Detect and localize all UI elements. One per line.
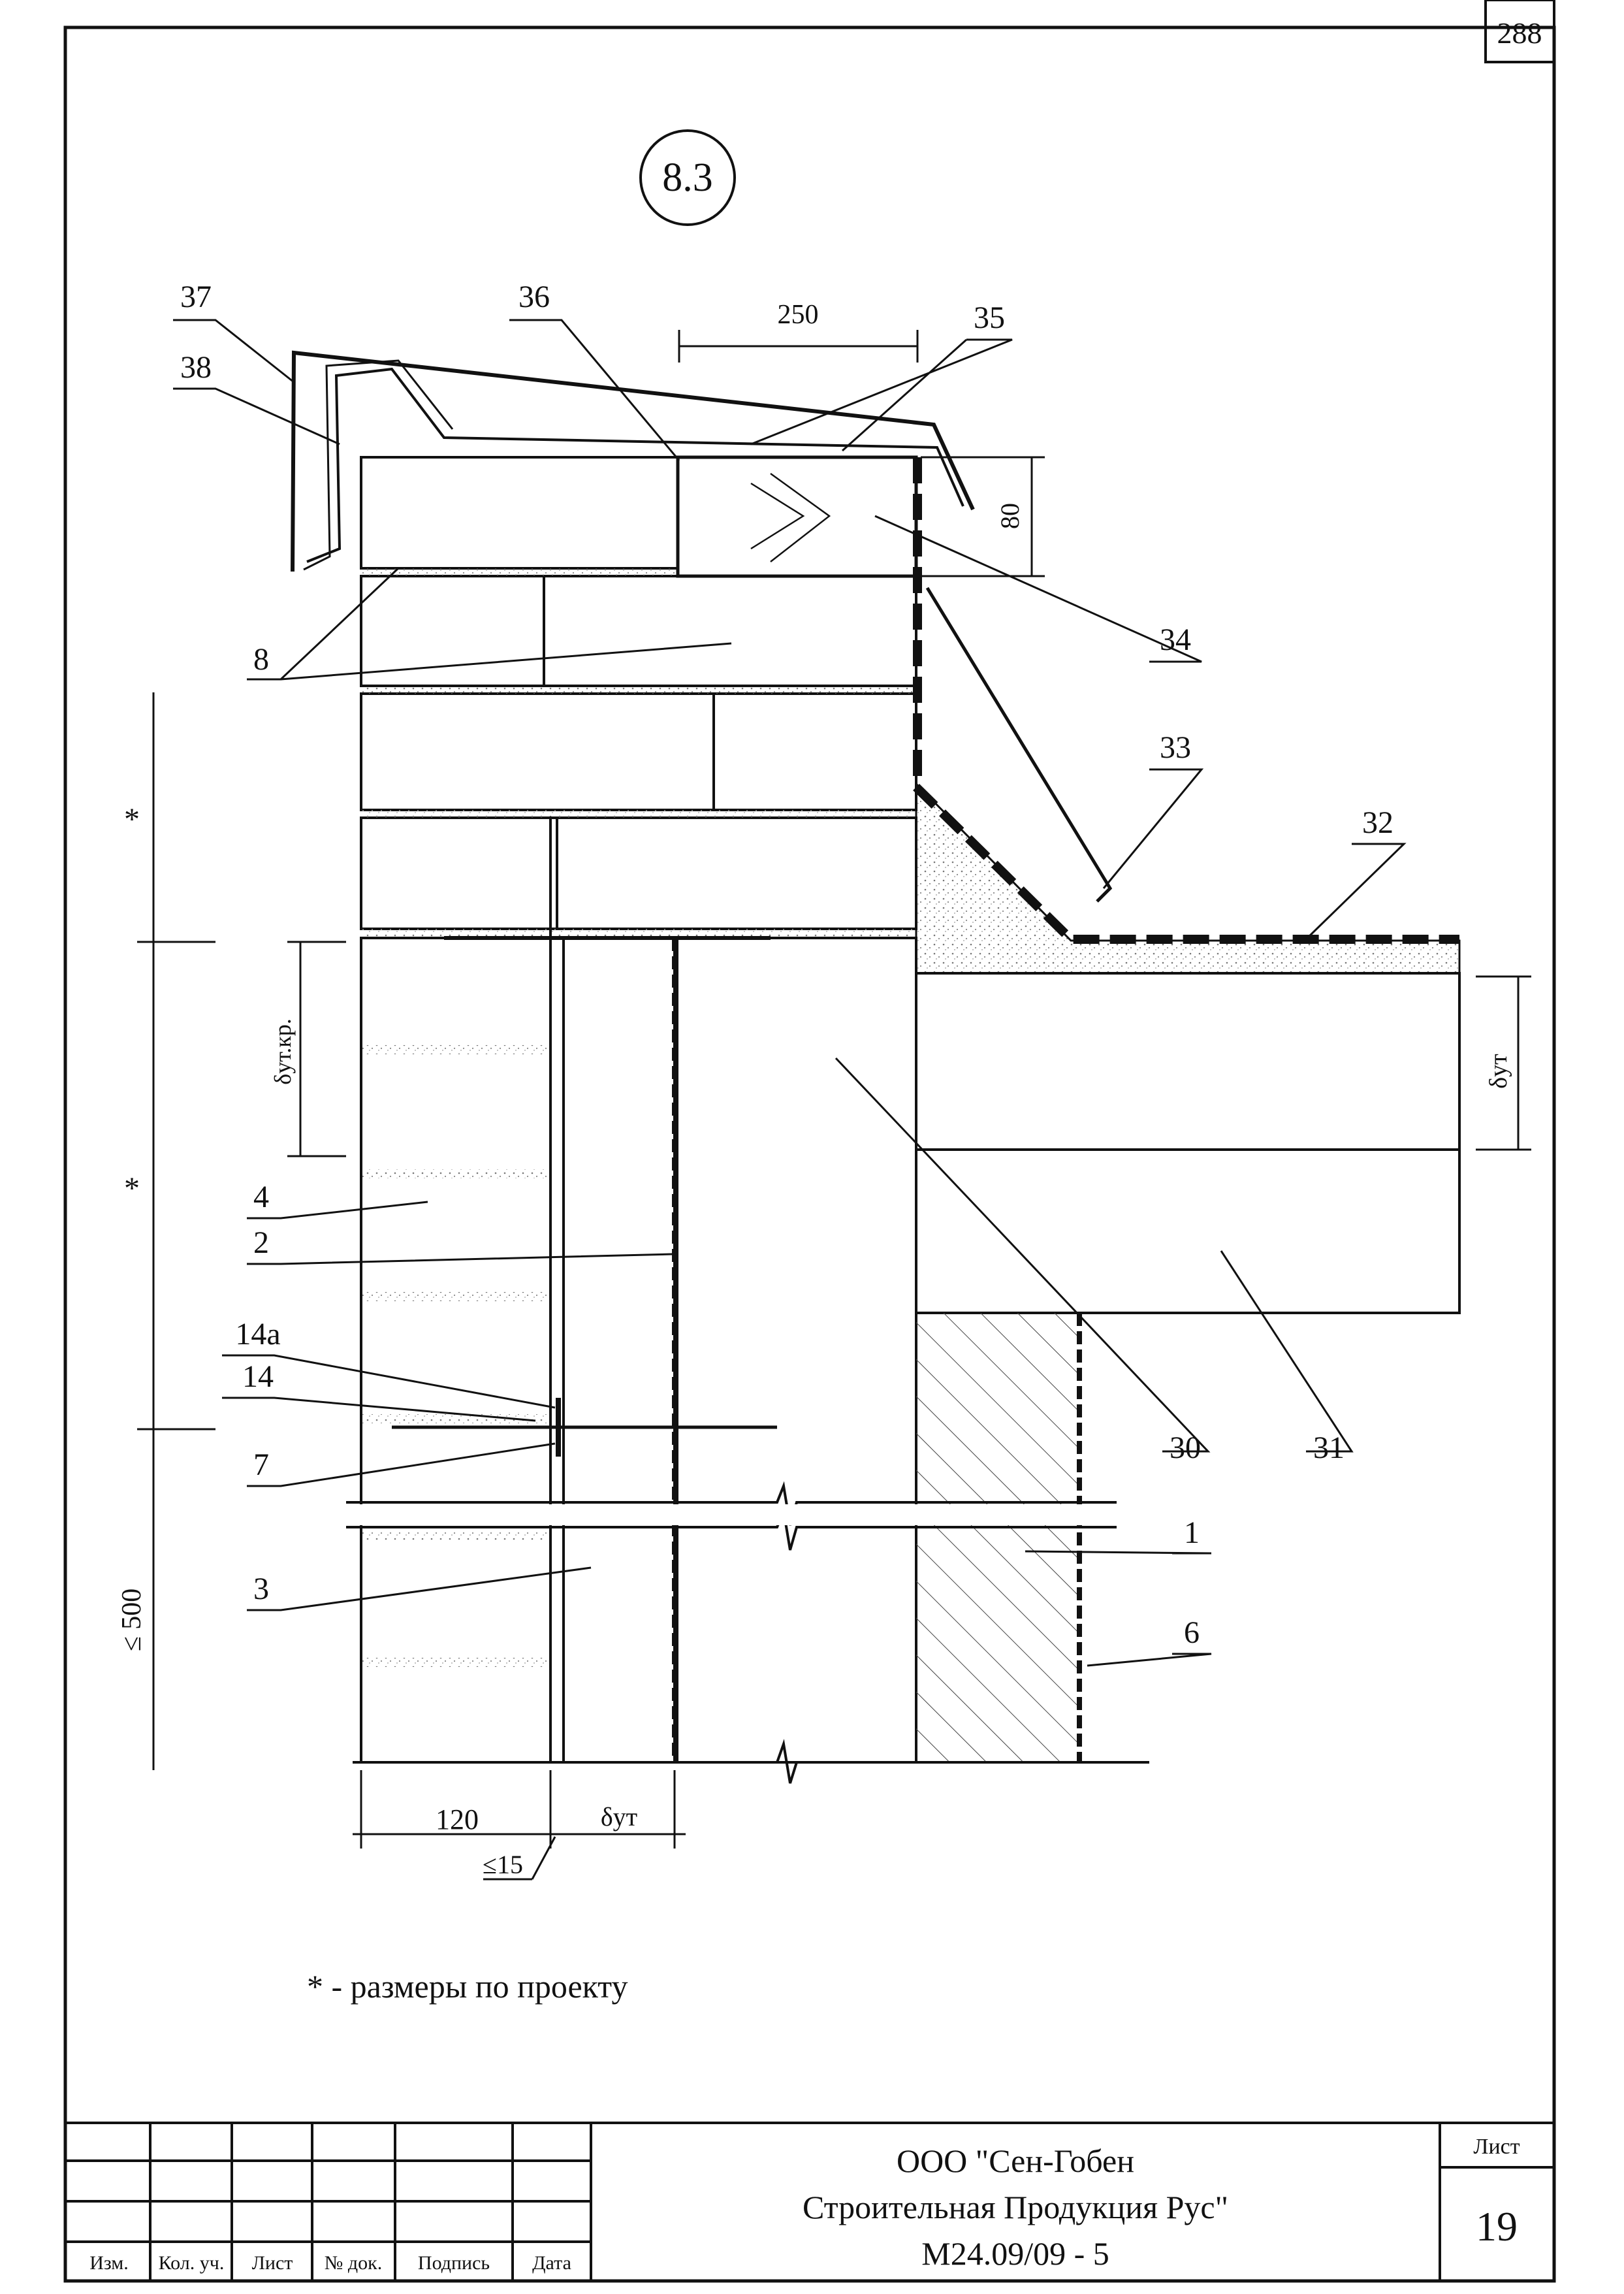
callout-36: 36 [518, 280, 550, 314]
callout-1: 1 [1184, 1515, 1200, 1550]
callout-33: 33 [1160, 730, 1191, 765]
parapet-brickwork [360, 456, 917, 938]
callout-6: 6 [1184, 1615, 1200, 1650]
dim-delta-ut-roof: δут [1485, 1054, 1512, 1089]
tb-sheet-number: 19 [1476, 2203, 1518, 2250]
dim-gap-15: ≤15 [483, 1850, 523, 1879]
tb-header-date: Дата [532, 2252, 571, 2274]
tb-company-line1: ООО "Сен-Гобен [897, 2142, 1134, 2179]
dimensions-note: * - размеры по проекту [307, 1968, 628, 2005]
callout-14a: 14а [235, 1317, 280, 1351]
callout-14: 14 [242, 1359, 274, 1394]
detail-id: 8.3 [662, 155, 713, 200]
tb-sheet-label: Лист [1473, 2135, 1520, 2159]
inner-flashing [306, 367, 964, 563]
left-dimensions [137, 692, 346, 1770]
callout-30: 30 [1170, 1430, 1201, 1465]
callout-35: 35 [974, 300, 1005, 335]
facing-brick-wall [360, 816, 552, 1764]
wooden-bar [676, 455, 918, 578]
callout-37: 37 [180, 280, 212, 314]
tb-header-doc-no: № док. [325, 2252, 382, 2274]
roof-slab [915, 1148, 1461, 1314]
roof-insulation [915, 972, 1461, 1151]
callout-labels: 37 38 36 35 34 33 32 8 4 2 14а 14 7 3 30… [180, 280, 1393, 1650]
callout-34: 34 [1160, 622, 1191, 657]
sheet-frame [63, 25, 1556, 2283]
callout-38: 38 [180, 350, 212, 385]
page-number: 288 [1497, 16, 1542, 50]
tb-company-line2: Строительная Продукция Рус" [803, 2189, 1228, 2225]
page-number-box [1484, 0, 1555, 63]
callout-2: 2 [253, 1225, 269, 1260]
load-bearing-wall [676, 937, 917, 1764]
tb-header-signature: Подпись [418, 2252, 490, 2274]
detail-circle [639, 129, 736, 226]
tb-header-kol-uch: Кол. уч. [159, 2252, 225, 2274]
dim-120: 120 [436, 1803, 479, 1835]
dim-delta-ut-kr: δут.кр. [270, 1018, 296, 1084]
callout-leaders [173, 319, 1407, 1667]
callout-7: 7 [253, 1447, 269, 1482]
dim-star-lower: * [124, 1171, 140, 1206]
parapet-cap-flashing [291, 350, 975, 572]
callout-32: 32 [1362, 805, 1393, 840]
dim-250: 250 [778, 300, 819, 330]
apron-flashing [925, 587, 1113, 903]
tb-header-izm: Изм. [89, 2252, 129, 2274]
dim-max-500: ≤ 500 [117, 1589, 147, 1652]
dim-80: 80 [995, 503, 1025, 529]
callout-3: 3 [253, 1572, 269, 1606]
dim-star-upper: * [124, 802, 140, 837]
roof-membrane [913, 784, 1459, 944]
callout-31: 31 [1313, 1430, 1345, 1465]
dim-delta-ut-wall: δут [601, 1802, 637, 1832]
wall-insulation [562, 937, 676, 1764]
title-block [64, 2122, 1555, 2282]
callout-8: 8 [253, 642, 269, 677]
tb-doc-code: М24.09/09 - 5 [921, 2235, 1109, 2272]
callout-4: 4 [253, 1180, 269, 1214]
tb-header-list: Лист [252, 2252, 293, 2274]
